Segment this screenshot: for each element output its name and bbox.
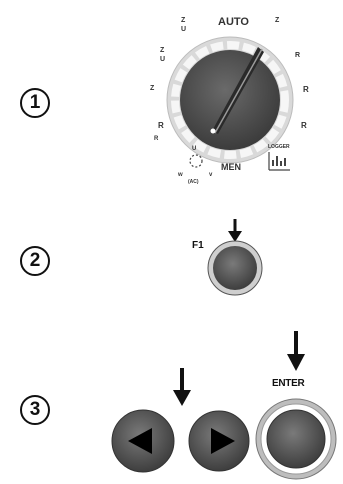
step-number-3: 3 bbox=[20, 395, 50, 425]
dial-label-rk: R bbox=[303, 85, 309, 94]
down-arrow-head-icon bbox=[228, 231, 242, 242]
dial-label-z-left: Z bbox=[160, 47, 165, 54]
enter-label: ENTER bbox=[272, 378, 305, 389]
down-arrow-head-icon bbox=[287, 354, 305, 371]
dial-pointer-dot bbox=[210, 128, 216, 134]
logger-bars-icon bbox=[268, 152, 290, 171]
dial-label-riso: R bbox=[301, 121, 307, 130]
f1-label: F1 bbox=[192, 240, 204, 251]
voltage-symbol-icon bbox=[189, 154, 203, 168]
dial-label-logger: LOGGER bbox=[268, 144, 290, 150]
dial-label-z-top: Z bbox=[181, 17, 186, 24]
f1-button[interactable] bbox=[213, 246, 257, 290]
nav-buttons-group: ENTER bbox=[111, 331, 337, 480]
step-number-2: 2 bbox=[20, 246, 50, 276]
dial-label-acdc: (AC) bbox=[188, 179, 199, 185]
dial-segment-ring bbox=[171, 41, 289, 159]
dial-label-auto: AUTO bbox=[218, 16, 249, 28]
enter-button[interactable] bbox=[266, 409, 326, 469]
f1-button-group: F1 bbox=[192, 219, 263, 296]
down-arrow-head-icon bbox=[173, 390, 191, 406]
dial-label-zk: Z bbox=[150, 85, 155, 92]
step-number-1: 1 bbox=[20, 88, 50, 118]
dial-pointer-highlight bbox=[214, 48, 263, 134]
dial-label-u-top: U bbox=[181, 26, 186, 33]
dial-label-men: MEN bbox=[221, 162, 241, 172]
dial-label-rx: R bbox=[295, 52, 300, 59]
dial-label-rx-low: R bbox=[154, 136, 159, 142]
rotary-dial[interactable] bbox=[166, 36, 294, 164]
svg-text:v: v bbox=[209, 172, 213, 178]
dial-label-rd: R bbox=[158, 121, 164, 130]
dial-label-zk-right: Z bbox=[275, 17, 280, 24]
dial-labels: AUTO MEN LOGGER Z U Z U Z Z R R R R R U … bbox=[150, 16, 309, 185]
triangle-left-icon bbox=[128, 428, 152, 454]
dial-label-u-left: U bbox=[160, 56, 165, 63]
triangle-right-icon bbox=[211, 428, 235, 454]
svg-text:U: U bbox=[192, 146, 196, 152]
svg-text:w: w bbox=[177, 172, 183, 178]
